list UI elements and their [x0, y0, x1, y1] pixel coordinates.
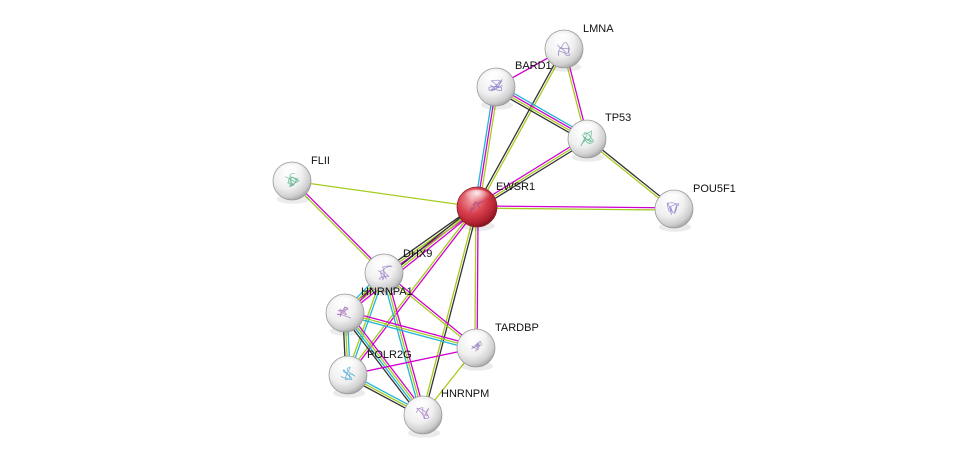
node-gloss [462, 331, 490, 348]
edge-ewsr1-flii [291, 180, 478, 208]
node-gloss [550, 32, 578, 49]
edge-strand-yellowgreen [344, 206, 478, 314]
node-hnrnpm[interactable]: HNRNPM [403, 388, 489, 438]
node-label-dhx9: DHX9 [403, 248, 432, 260]
node-ewsr1[interactable]: EWSR1 [456, 181, 535, 231]
node-gloss [278, 164, 306, 181]
node-label-bard1: BARD1 [515, 60, 552, 72]
node-gloss [660, 192, 688, 209]
edge-ewsr1-tp53 [475, 136, 589, 210]
edge-strand-black [477, 140, 589, 210]
edge-strand-magenta [347, 310, 427, 414]
edge-strand-magenta [477, 205, 675, 209]
node-gloss [463, 189, 491, 207]
edge-strand-yellowgreen [476, 138, 588, 208]
edge-strand-cyan [381, 273, 422, 416]
edge-strand-cyan [343, 313, 423, 417]
edge-strand-yellowgreen [382, 273, 476, 350]
node-label-pou5f1: POU5F1 [693, 183, 736, 195]
edge-strand-magenta [345, 208, 479, 316]
structure-thumbnail [377, 265, 393, 281]
node-label-tardbp: TARDBP [495, 322, 539, 334]
edge-strand-magenta [292, 179, 386, 273]
node-gloss [331, 296, 359, 313]
edge-strand-magenta [384, 271, 478, 348]
node-gloss [334, 358, 362, 375]
edge-strand-black [341, 314, 421, 418]
edge-strand-yellowgreen [344, 312, 477, 349]
node-label-polr2g: POLR2G [367, 349, 412, 361]
node-label-hnrnpa1: HNRNPA1 [361, 286, 413, 298]
node-lmna[interactable]: LMNA [544, 23, 614, 72]
node-label-hnrnpm: HNRNPM [441, 388, 489, 400]
edge-dhx9-tardbp [382, 271, 478, 350]
structure-thumbnail [284, 173, 300, 187]
edge-ewsr1-hnrnpm [421, 206, 479, 416]
node-label-flii: FLII [311, 155, 330, 167]
edge-strand-yellowgreen [345, 311, 425, 415]
edge-strand-black [423, 207, 479, 416]
node-polr2g[interactable]: POLR2G [328, 349, 412, 398]
edge-strand-yellowgreen [476, 207, 674, 211]
edge-ewsr1-tardbp [474, 206, 479, 349]
node-bard1[interactable]: BARD1 [476, 60, 552, 110]
node-label-tp53: TP53 [605, 112, 631, 124]
edge-ewsr1-lmna [475, 48, 566, 208]
edge-strand-magenta [475, 136, 587, 206]
node-flii[interactable]: FLII [272, 155, 330, 204]
node-gloss [409, 398, 437, 415]
edge-strand-yellowgreen [383, 272, 424, 416]
node-gloss [370, 256, 398, 273]
edge-tardbp-polr2g [347, 347, 477, 376]
edge-strand-magenta [347, 347, 477, 376]
edge-strand-black [475, 48, 564, 207]
node-label-ewsr1: EWSR1 [496, 181, 535, 193]
edge-strand-magenta [385, 272, 426, 415]
node-gloss [482, 70, 510, 87]
node-label-lmna: LMNA [583, 23, 614, 35]
node-tp53[interactable]: TP53 [567, 112, 631, 162]
node-tardbp[interactable]: TARDBP [456, 322, 539, 371]
node-gloss [573, 122, 601, 139]
edge-strand-magenta [345, 310, 477, 347]
edge-hnrnpa1-tardbp [344, 310, 477, 351]
node-dhx9[interactable]: DHX9 [364, 248, 432, 296]
edge-flii-dhx9 [290, 179, 386, 275]
edge-hnrnpa1-hnrnpm [341, 310, 427, 418]
edge-dhx9-hnrnpm [381, 272, 426, 416]
edge-strand-yellowgreen [474, 206, 477, 348]
edge-strand-magenta [476, 207, 479, 349]
edge-strand-black [343, 204, 477, 312]
edge-strand-yellowgreen [477, 49, 566, 208]
edge-strand-yellowgreen [291, 180, 478, 208]
edge-strand-yellowgreen [290, 181, 384, 275]
node-pou5f1[interactable]: POU5F1 [654, 183, 736, 232]
edge-strand-yellowgreen [421, 206, 477, 415]
node-hnrnpa1[interactable]: HNRNPA1 [325, 286, 413, 336]
edge-strand-cyan [344, 314, 476, 351]
edge-ewsr1-pou5f1 [476, 205, 675, 211]
edge-ewsr1-hnrnpa1 [343, 204, 479, 316]
